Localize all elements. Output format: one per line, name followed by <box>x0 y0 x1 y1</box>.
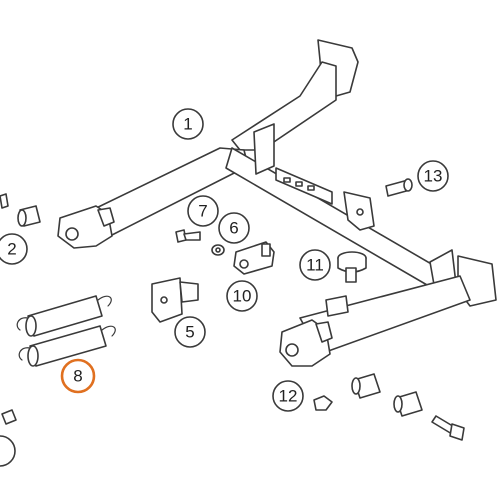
bushing-part-right <box>351 373 423 417</box>
callout-11: 11 <box>299 249 331 281</box>
stand-frame <box>57 39 497 367</box>
callout-2: 2 <box>0 233 28 265</box>
bolt-part-13 <box>385 178 413 197</box>
callout-1: 1 <box>172 108 204 140</box>
bracket-part <box>151 277 199 323</box>
callout-label-6: 6 <box>229 219 238 238</box>
callout-label-5: 5 <box>185 323 194 342</box>
rubber-stop-part <box>337 251 367 283</box>
washer-part <box>211 244 225 256</box>
nut-part <box>313 395 333 411</box>
small-nut-left <box>1 409 17 425</box>
callout-label-10: 10 <box>233 287 252 306</box>
callout-label-8: 8 <box>73 367 82 386</box>
bolt-part-right <box>431 415 465 441</box>
callout-5: 5 <box>174 316 206 348</box>
callout-label-7: 7 <box>198 202 207 221</box>
callout-13: 13 <box>417 160 449 192</box>
spring-assembly-part <box>16 295 116 367</box>
callout-8: 8 <box>60 358 96 394</box>
callout-10: 10 <box>226 280 258 312</box>
callout-12: 12 <box>272 380 304 412</box>
eye-bracket-part <box>233 241 275 275</box>
callout-label-12: 12 <box>279 387 298 406</box>
bushing-part <box>0 193 41 227</box>
bolt-part <box>175 229 201 243</box>
callout-label-1: 1 <box>183 115 192 134</box>
callout-label-2: 2 <box>7 240 16 259</box>
callout-label-11: 11 <box>306 256 324 275</box>
callout-7: 7 <box>187 195 219 227</box>
callout-label-13: 13 <box>424 167 443 186</box>
callout-partial <box>0 435 16 467</box>
callout-6: 6 <box>218 212 250 244</box>
